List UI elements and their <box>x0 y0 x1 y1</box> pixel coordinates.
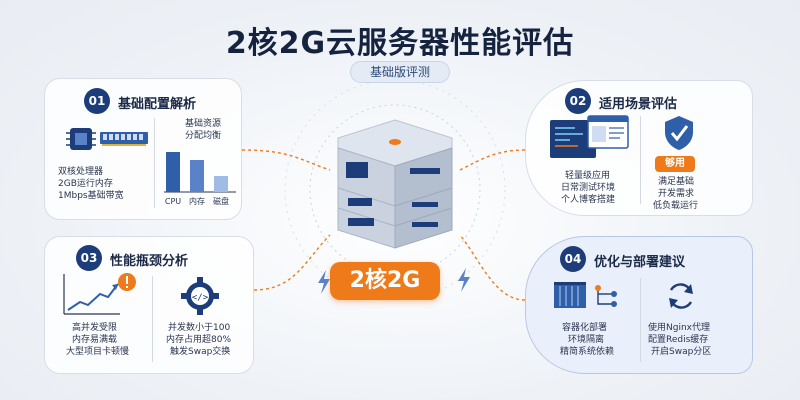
shield-check-icon <box>665 116 693 150</box>
enough-tag: 够用 <box>655 156 695 172</box>
bar-label-2: 磁盘 <box>213 196 229 206</box>
memory-stick-icon <box>100 132 148 146</box>
card-1-number: 01 <box>84 88 110 114</box>
spec-line-memory: 2GB运行内存 <box>58 179 113 189</box>
card-1-divider <box>154 118 155 208</box>
card-2-title: 适用场景评估 <box>599 97 678 112</box>
bar-label-1: 内存 <box>189 196 205 206</box>
page-title: 2核2G云服务器性能评估 <box>225 26 575 61</box>
refresh-cycle-icon <box>669 283 693 309</box>
lightning-icon-right <box>458 268 470 292</box>
optimize-line-redis: 配置Redis缓存 <box>648 335 709 345</box>
resource-bar-chart: CPU 内存磁盘 <box>164 152 236 206</box>
risk-line-lag: 大型项目卡顿慢 <box>66 347 130 357</box>
gear-code-icon: </> <box>181 277 219 315</box>
cpu-chip-icon <box>66 128 96 150</box>
code-window-icon <box>550 115 629 158</box>
need-line-dev: 开发需求 <box>658 189 695 199</box>
card-3-title: 性能瓶颈分析 <box>110 254 189 269</box>
bar-0 <box>166 152 180 192</box>
svg-text:</>: </> <box>192 293 209 303</box>
deploy-line-container: 容器化部署 <box>562 323 608 333</box>
card-3-divider <box>152 276 153 362</box>
scene-line-blog: 个人博客搭建 <box>561 195 616 205</box>
bar-1 <box>190 160 204 192</box>
card-4-divider <box>640 278 641 362</box>
lightning-icon-left <box>318 270 330 294</box>
center-spec-badge: 2核2G <box>330 262 440 300</box>
network-nodes-icon <box>595 285 617 307</box>
balance-label-1: 基础资源 <box>185 119 222 129</box>
card-2-number: 02 <box>565 88 591 114</box>
card-4-number: 04 <box>560 246 586 272</box>
trend-line-icon <box>63 274 120 315</box>
server-stack-icon <box>337 119 453 249</box>
card-3-number: 03 <box>76 245 102 271</box>
scene-line-testing: 日常测试环境 <box>561 183 616 193</box>
spec-line-bandwidth: 1Mbps基础带宽 <box>58 191 124 201</box>
spec-line-cpu: 双核处理器 <box>58 167 104 177</box>
optimize-line-swap: 开启Swap分区 <box>651 347 712 357</box>
bar-2 <box>214 176 228 192</box>
bar-label-0: CPU <box>165 197 181 206</box>
deploy-line-deps: 精简系统依赖 <box>560 347 615 357</box>
container-icon <box>554 282 586 308</box>
risk-line-concurrency: 高并发受限 <box>72 323 118 333</box>
scene-line-light-app: 轻量级应用 <box>565 171 611 181</box>
warning-icon <box>118 273 136 291</box>
card-1-title: 基础配置解析 <box>118 97 197 112</box>
threshold-line-concurrency: 并发数小于100 <box>168 323 231 333</box>
deploy-line-isolation: 环境隔离 <box>568 335 605 345</box>
optimize-line-nginx: 使用Nginx代理 <box>648 323 710 333</box>
need-line-basic: 满足基础 <box>658 177 695 187</box>
subtitle-pill: 基础版评测 <box>350 61 450 83</box>
card-2-divider <box>640 116 641 204</box>
balance-label-2: 分配均衡 <box>185 131 222 141</box>
threshold-line-memory: 内存占用超80% <box>166 335 232 345</box>
need-line-lowload: 低负载运行 <box>653 201 699 211</box>
card-4-title: 优化与部署建议 <box>594 255 686 270</box>
threshold-line-swap: 触发Swap交换 <box>170 347 231 357</box>
risk-line-memory: 内存易满载 <box>72 335 118 345</box>
